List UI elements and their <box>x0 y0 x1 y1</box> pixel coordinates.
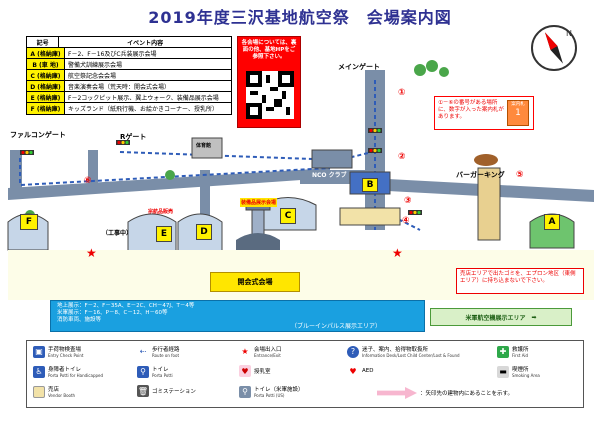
event-desc: 警備犬訓練展示会場 <box>68 61 123 69</box>
crafts-shop-label: 宗航品販売 <box>148 209 174 215</box>
hangar-A[interactable]: A <box>544 214 560 230</box>
hangar-B[interactable]: B <box>362 178 378 192</box>
hangar-D[interactable]: D <box>196 224 212 240</box>
qr-notice: 各会場については、裏面の他、基地HPをご参照下さい。 <box>237 36 301 128</box>
gym-label: 体育館 <box>196 143 212 149</box>
legend-item: ♥ AED <box>347 365 373 377</box>
wheelchair-icon: ♿ <box>33 365 45 378</box>
event-desc: 航空祭記念会会場 <box>68 72 117 80</box>
event-table: 記号 イベント内容 A (格納庫)F－2、F－16及びC兵装展示会場 B (車 … <box>26 36 232 115</box>
event-desc: キッズランド（紙飛行機、お絵かきコーナー、授乳所） <box>68 106 218 113</box>
blue-impulse-label: （ブルーインパルス展示エリア） <box>291 323 382 330</box>
trash-note: 売店エリアで出たゴミを、エプロン地区（東側エリア）に持ち込まないで下さい。 <box>456 268 584 294</box>
svg-text:N: N <box>566 29 572 38</box>
event-key: C (格納庫) <box>27 70 65 80</box>
number-sign-note-text: ①－⑥の番号がある場所に、数字が入った案内札があります。 <box>438 100 504 120</box>
nursing-icon: ♥ <box>239 365 251 377</box>
smoking-icon: ▬ <box>497 365 509 378</box>
arrow-right-icon: ➡ <box>531 313 537 321</box>
star-icon: ★ <box>86 246 97 260</box>
gate-number-6: ⑥ <box>84 176 92 186</box>
walk-route-icon: ⇠ <box>139 347 147 356</box>
main-road <box>8 168 330 200</box>
qr-code-icon[interactable] <box>246 71 294 119</box>
gate-number-1: ① <box>398 88 406 98</box>
construction-label: （工事中） <box>102 230 133 237</box>
event-desc: F－2コックピット展示、翼上ウォーク、装備品展示会場 <box>68 94 219 102</box>
event-key: E (格納庫) <box>27 92 65 102</box>
trash-icon: 🗑 <box>137 385 149 397</box>
gate-number-3: ③ <box>404 196 412 206</box>
opening-site[interactable]: 開会式会場 <box>210 272 300 292</box>
pink-arrow-icon <box>377 387 417 399</box>
vendor-icon <box>33 385 45 398</box>
compass-icon: N <box>531 25 577 71</box>
event-desc: 音楽演奏会場（荒天時：開会式会場） <box>68 83 171 91</box>
nco-club-label: NCO クラブ <box>312 172 347 179</box>
gate-number-4: ④ <box>402 216 410 226</box>
sign-board-icon: 案内札 1 <box>507 100 529 126</box>
toilet-us-icon: ⚲ <box>239 385 251 398</box>
main-gate-label: メインゲート <box>338 63 380 71</box>
star-icon: ★ <box>392 246 403 260</box>
toilet-icon: ⚲ <box>137 365 149 378</box>
legend-item: ♥ 授乳室 <box>239 365 271 377</box>
sign-board-label: 案内札 <box>511 102 525 107</box>
burger-king-label: バーガーキング <box>456 171 505 179</box>
first-aid-icon: ✚ <box>497 345 509 358</box>
hangar-C[interactable]: C <box>280 208 296 224</box>
hangar-F[interactable]: F <box>20 214 38 230</box>
star-icon: ★ <box>241 347 249 356</box>
event-desc: F－2、F－16及びC兵装展示会場 <box>68 50 157 58</box>
far-gate-label: ファルコンゲート <box>10 131 66 139</box>
qr-notice-text: 各会場については、裏面の他、基地HPをご参照下さい。 <box>241 40 297 60</box>
equip-display-label: 装備品展示会場 <box>240 198 278 207</box>
hangar-E[interactable]: E <box>156 226 172 242</box>
us-aircraft-area: 米軍航空機展示エリア➡ <box>430 308 572 326</box>
check-point-icon: ▣ <box>33 345 45 358</box>
page-title: 2019年度三沢基地航空祭 会場案内図 <box>148 8 452 27</box>
event-key: B (車 地) <box>27 59 65 69</box>
legend-item: ：矢印先の建物内にあることを示す。 <box>377 387 513 399</box>
info-icon: ? <box>347 345 359 358</box>
event-key: F (格納庫) <box>27 103 65 114</box>
r-gate-label: Rゲート <box>120 133 147 141</box>
gate-number-2: ② <box>398 152 406 162</box>
gate-number-5: ⑤ <box>516 170 524 180</box>
legend-item: ⚲ トイレ（米軍施設）Porta Potti (US) <box>239 385 304 398</box>
aed-icon: ♥ <box>349 366 357 376</box>
event-key: D (格納庫) <box>27 81 65 91</box>
apron-display-area: 地上展示：F－2、F－35A、E－2C、CH－47J、T－4等 米軍展示：F－1… <box>50 300 425 332</box>
event-table-event-header: イベント内容 <box>59 37 231 47</box>
event-key: A (格納庫) <box>27 48 65 58</box>
apron-display-text: 地上展示：F－2、F－35A、E－2C、CH－47J、T－4等 米軍展示：F－1… <box>57 303 195 323</box>
event-table-key-header: 記号 <box>27 37 60 47</box>
number-sign-note: ①－⑥の番号がある場所に、数字が入った案内札があります。 案内札 1 <box>434 96 534 130</box>
legend-item: 🗑 ゴミステーション <box>137 385 196 397</box>
